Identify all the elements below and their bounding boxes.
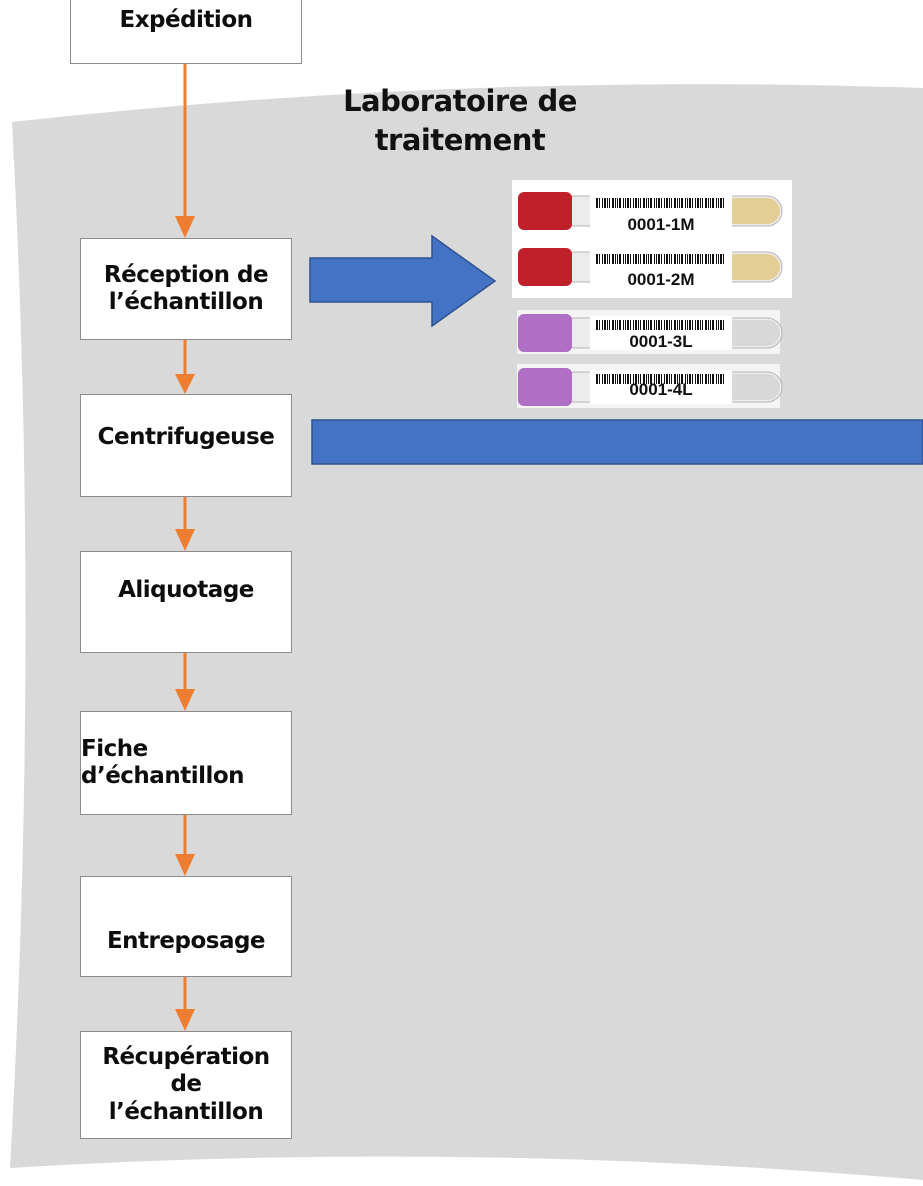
tube-cap	[518, 248, 572, 286]
step-reception-label: Réception de l’échantillon	[103, 261, 269, 315]
flow-arrows	[175, 62, 195, 1031]
block-bar-centrifuge	[311, 419, 923, 465]
step-expedition-label: Expédition	[119, 7, 253, 33]
step-fiche-label: Fiche d’échantillon	[81, 735, 245, 789]
block-arrow-to-tubes	[309, 234, 497, 328]
barcode	[596, 254, 724, 264]
step-recuperation-label: Récupération de l’échantillon	[102, 1043, 270, 1125]
tube-label-1: 0001-1M	[627, 215, 695, 234]
tube-label-2: 0001-2M	[627, 270, 695, 289]
step-entreposage-label: Entreposage	[106, 927, 266, 954]
lab-title: Laboratoire de traitement	[343, 84, 577, 158]
tube-fluid	[722, 374, 780, 400]
step-reception: Réception de l’échantillon	[80, 238, 292, 340]
step-centrifugeuse: Centrifugeuse	[80, 394, 292, 497]
sample-tube-4	[518, 368, 783, 406]
step-fiche: Fiche d’échantillon	[80, 711, 292, 815]
sample-tube-2	[518, 248, 783, 286]
barcode	[596, 320, 724, 330]
tube-cap	[518, 314, 572, 352]
tube-cap	[518, 192, 572, 230]
tube-fluid	[722, 254, 780, 280]
barcode	[596, 198, 724, 208]
tube-fluid	[722, 198, 780, 224]
step-entreposage: Entreposage	[80, 876, 292, 977]
tube-cap	[518, 368, 572, 406]
step-aliquotage: Aliquotage	[80, 551, 292, 653]
sample-tube-1	[518, 192, 783, 230]
sample-tube-3	[518, 314, 783, 352]
step-expedition: Expédition	[70, 0, 302, 64]
tubes-layer	[518, 192, 783, 406]
step-aliquotage-label: Aliquotage	[118, 577, 254, 604]
barcode	[596, 374, 724, 384]
step-recuperation: Récupération de l’échantillon	[80, 1031, 292, 1139]
tube-fluid	[722, 320, 780, 346]
step-centrifugeuse-label: Centrifugeuse	[97, 423, 275, 450]
tube-label-3: 0001-3L	[629, 332, 693, 351]
tube-label-4: 0001-4L	[629, 380, 693, 399]
